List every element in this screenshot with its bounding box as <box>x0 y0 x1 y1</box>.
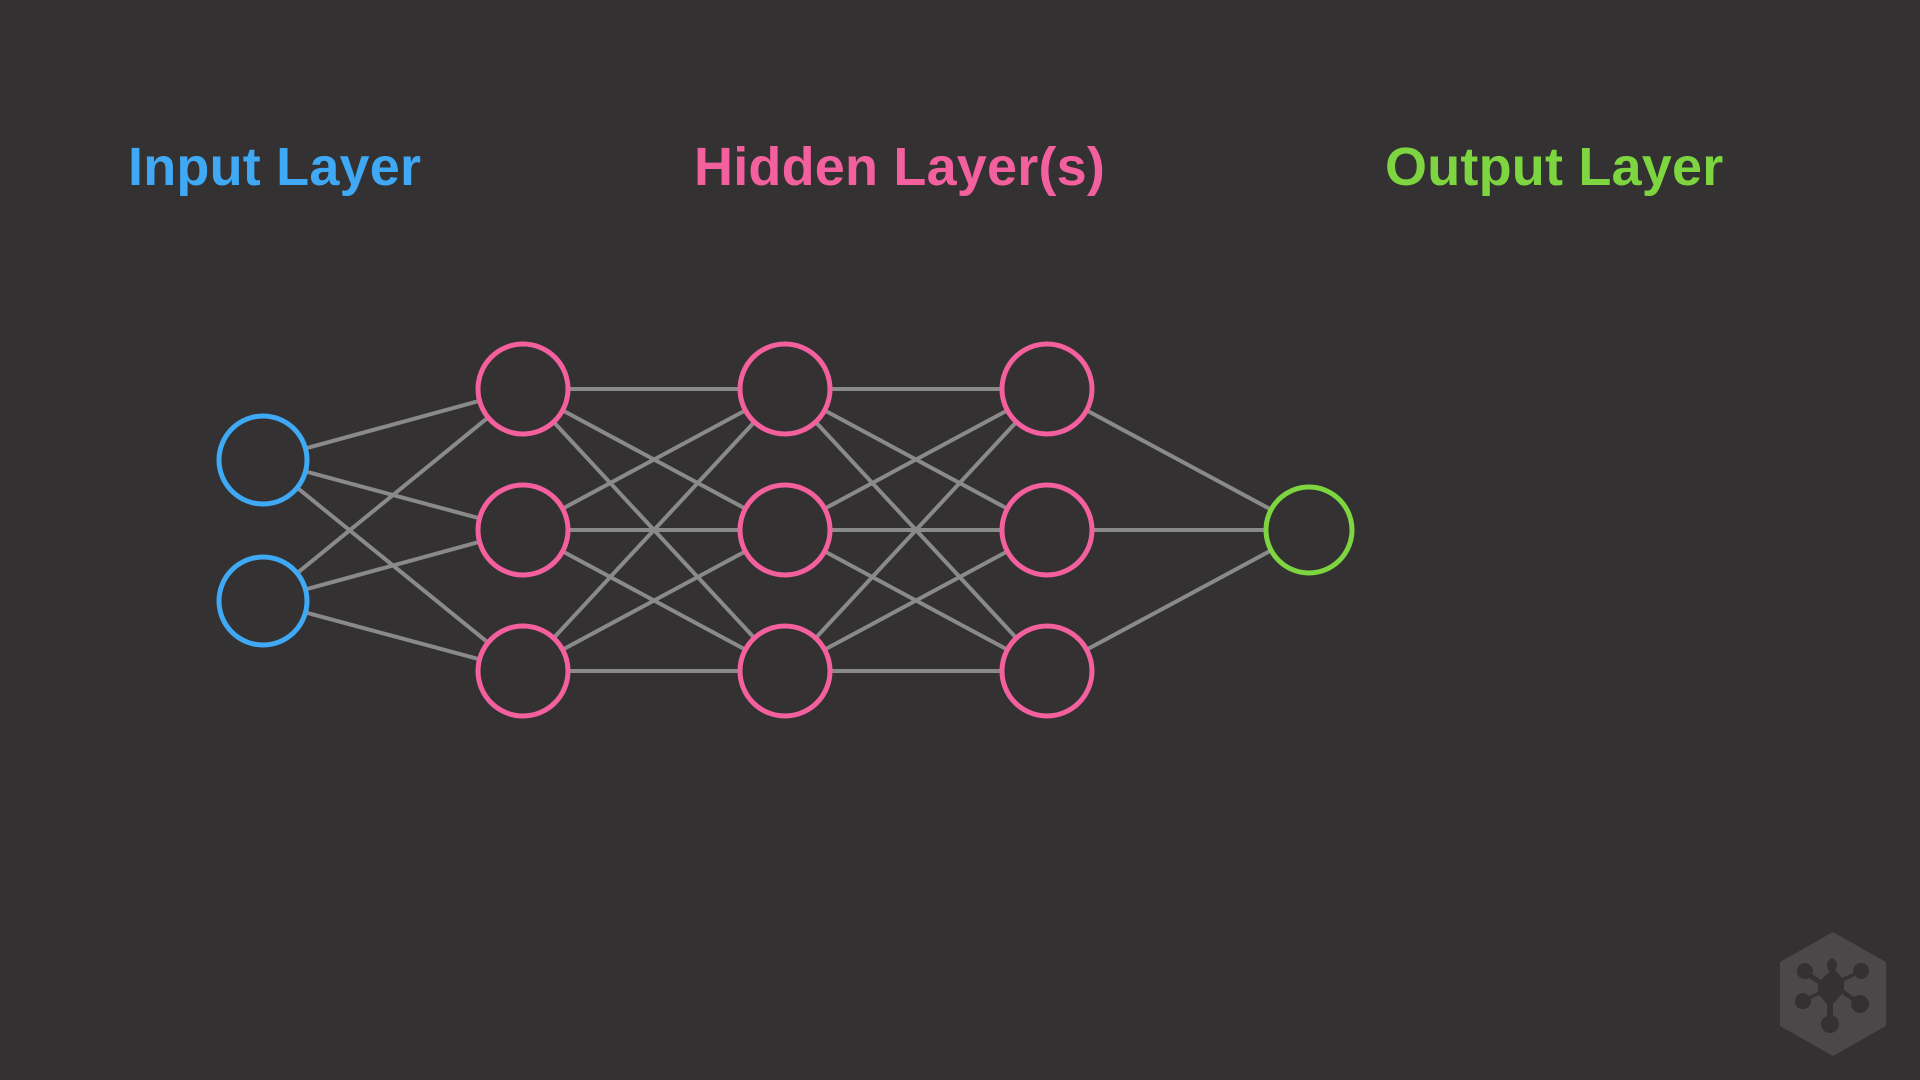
network-node-h2_3[interactable] <box>737 623 833 719</box>
network-edge <box>295 415 491 576</box>
network-node-h2_1[interactable] <box>737 341 833 437</box>
edges-group <box>295 387 1274 673</box>
network-edge <box>560 549 748 652</box>
network-node-o1[interactable] <box>1263 484 1355 576</box>
network-node-i1[interactable] <box>216 413 310 507</box>
network-edge <box>303 539 482 592</box>
network-node-h3_3[interactable] <box>999 623 1095 719</box>
output-layer-label: Output Layer <box>1385 137 1724 197</box>
network-edge <box>822 408 1010 511</box>
network-edge <box>551 419 757 641</box>
hidden-layer-label: Hidden Layer(s) <box>694 137 1106 197</box>
network-edge <box>303 398 482 451</box>
network-node-h2_2[interactable] <box>737 482 833 578</box>
network-edge <box>813 419 1019 641</box>
network-node-h3_1[interactable] <box>999 341 1095 437</box>
input-layer-label: Input Layer <box>128 137 422 197</box>
network-edge <box>560 408 748 511</box>
network-node-h1_2[interactable] <box>475 482 571 578</box>
network-node-h3_2[interactable] <box>999 482 1095 578</box>
network-edge <box>303 610 482 662</box>
network-edge <box>1084 548 1274 652</box>
network-node-i2[interactable] <box>216 554 310 648</box>
watermark-neuron-glyph <box>1795 958 1869 1033</box>
network-edge <box>1084 408 1274 512</box>
network-node-h1_3[interactable] <box>475 623 571 719</box>
network-node-h1_1[interactable] <box>475 341 571 437</box>
hexagon-neuron-logo-icon <box>1780 932 1886 1056</box>
network-edge <box>822 549 1010 652</box>
nodes-group <box>216 341 1355 719</box>
